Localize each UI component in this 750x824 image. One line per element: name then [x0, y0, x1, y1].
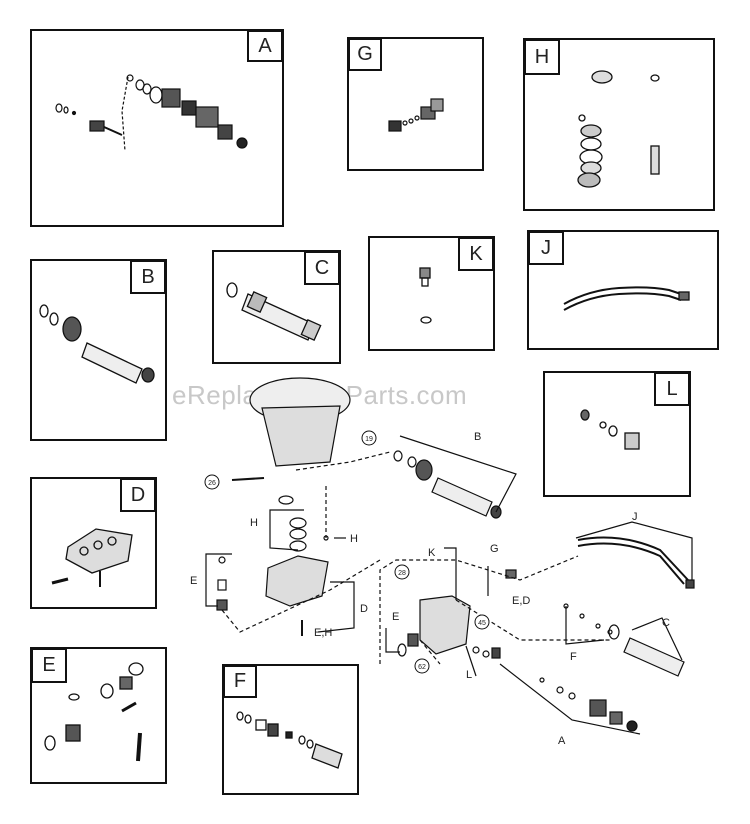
svg-text:19: 19	[365, 436, 373, 443]
panel-g: G	[347, 37, 484, 171]
callout-45: 45	[474, 614, 490, 630]
panel-g-parts	[388, 98, 444, 132]
panel-j-label: J	[528, 231, 564, 265]
label-e-h: E,H	[314, 627, 332, 639]
label-h-right: H	[350, 533, 358, 545]
label-j: J	[632, 511, 638, 523]
label-f: F	[570, 651, 577, 663]
panel-j: J	[527, 230, 719, 350]
panel-d-parts	[51, 528, 133, 587]
panel-c-label: C	[304, 251, 340, 285]
label-g: G	[490, 543, 499, 555]
callout-62: 62	[414, 658, 430, 674]
label-e-d: E,D	[512, 595, 530, 607]
panel-d-label: D	[120, 478, 156, 512]
label-e-right: E	[392, 611, 399, 623]
label-k: K	[428, 547, 436, 559]
panel-k-parts	[419, 267, 432, 324]
svg-text:26: 26	[208, 480, 216, 487]
panel-l: L	[543, 371, 691, 497]
label-h-left: H	[250, 517, 258, 529]
callout-28: 28	[394, 564, 410, 580]
callout-26: 26	[204, 474, 220, 490]
panel-e-label: E	[31, 648, 67, 683]
svg-text:28: 28	[398, 570, 406, 577]
panel-c: C	[212, 250, 341, 364]
panel-l-label: L	[654, 372, 690, 406]
panel-h-label: H	[524, 39, 560, 75]
panel-c-parts	[226, 282, 322, 342]
label-c: C	[662, 617, 670, 629]
label-e-left: E	[190, 575, 197, 587]
panel-a: A	[30, 29, 284, 227]
callout-19: 19	[361, 430, 377, 446]
panel-e-parts	[44, 662, 144, 762]
panel-h: H	[523, 38, 715, 211]
label-d: D	[360, 603, 368, 615]
panel-l-parts	[580, 409, 640, 450]
panel-h-parts	[577, 70, 660, 188]
panel-a-label: A	[247, 30, 283, 62]
panel-a-parts	[55, 74, 248, 152]
panel-j-parts	[563, 286, 690, 311]
panel-d: D	[30, 477, 157, 609]
label-l: L	[466, 669, 472, 681]
panel-b-parts	[39, 304, 155, 384]
svg-text:45: 45	[478, 620, 486, 627]
panel-g-label: G	[348, 38, 382, 71]
panel-b-label: B	[130, 260, 166, 294]
panel-f-parts	[236, 711, 343, 769]
label-a: A	[558, 735, 566, 747]
label-b: B	[474, 431, 481, 443]
svg-text:62: 62	[418, 664, 426, 671]
panel-k: K	[368, 236, 495, 351]
panel-k-label: K	[458, 237, 494, 271]
panel-e: E	[30, 647, 167, 784]
panel-f-label: F	[223, 665, 257, 698]
panel-b: B	[30, 259, 167, 441]
panel-f: F	[222, 664, 359, 795]
